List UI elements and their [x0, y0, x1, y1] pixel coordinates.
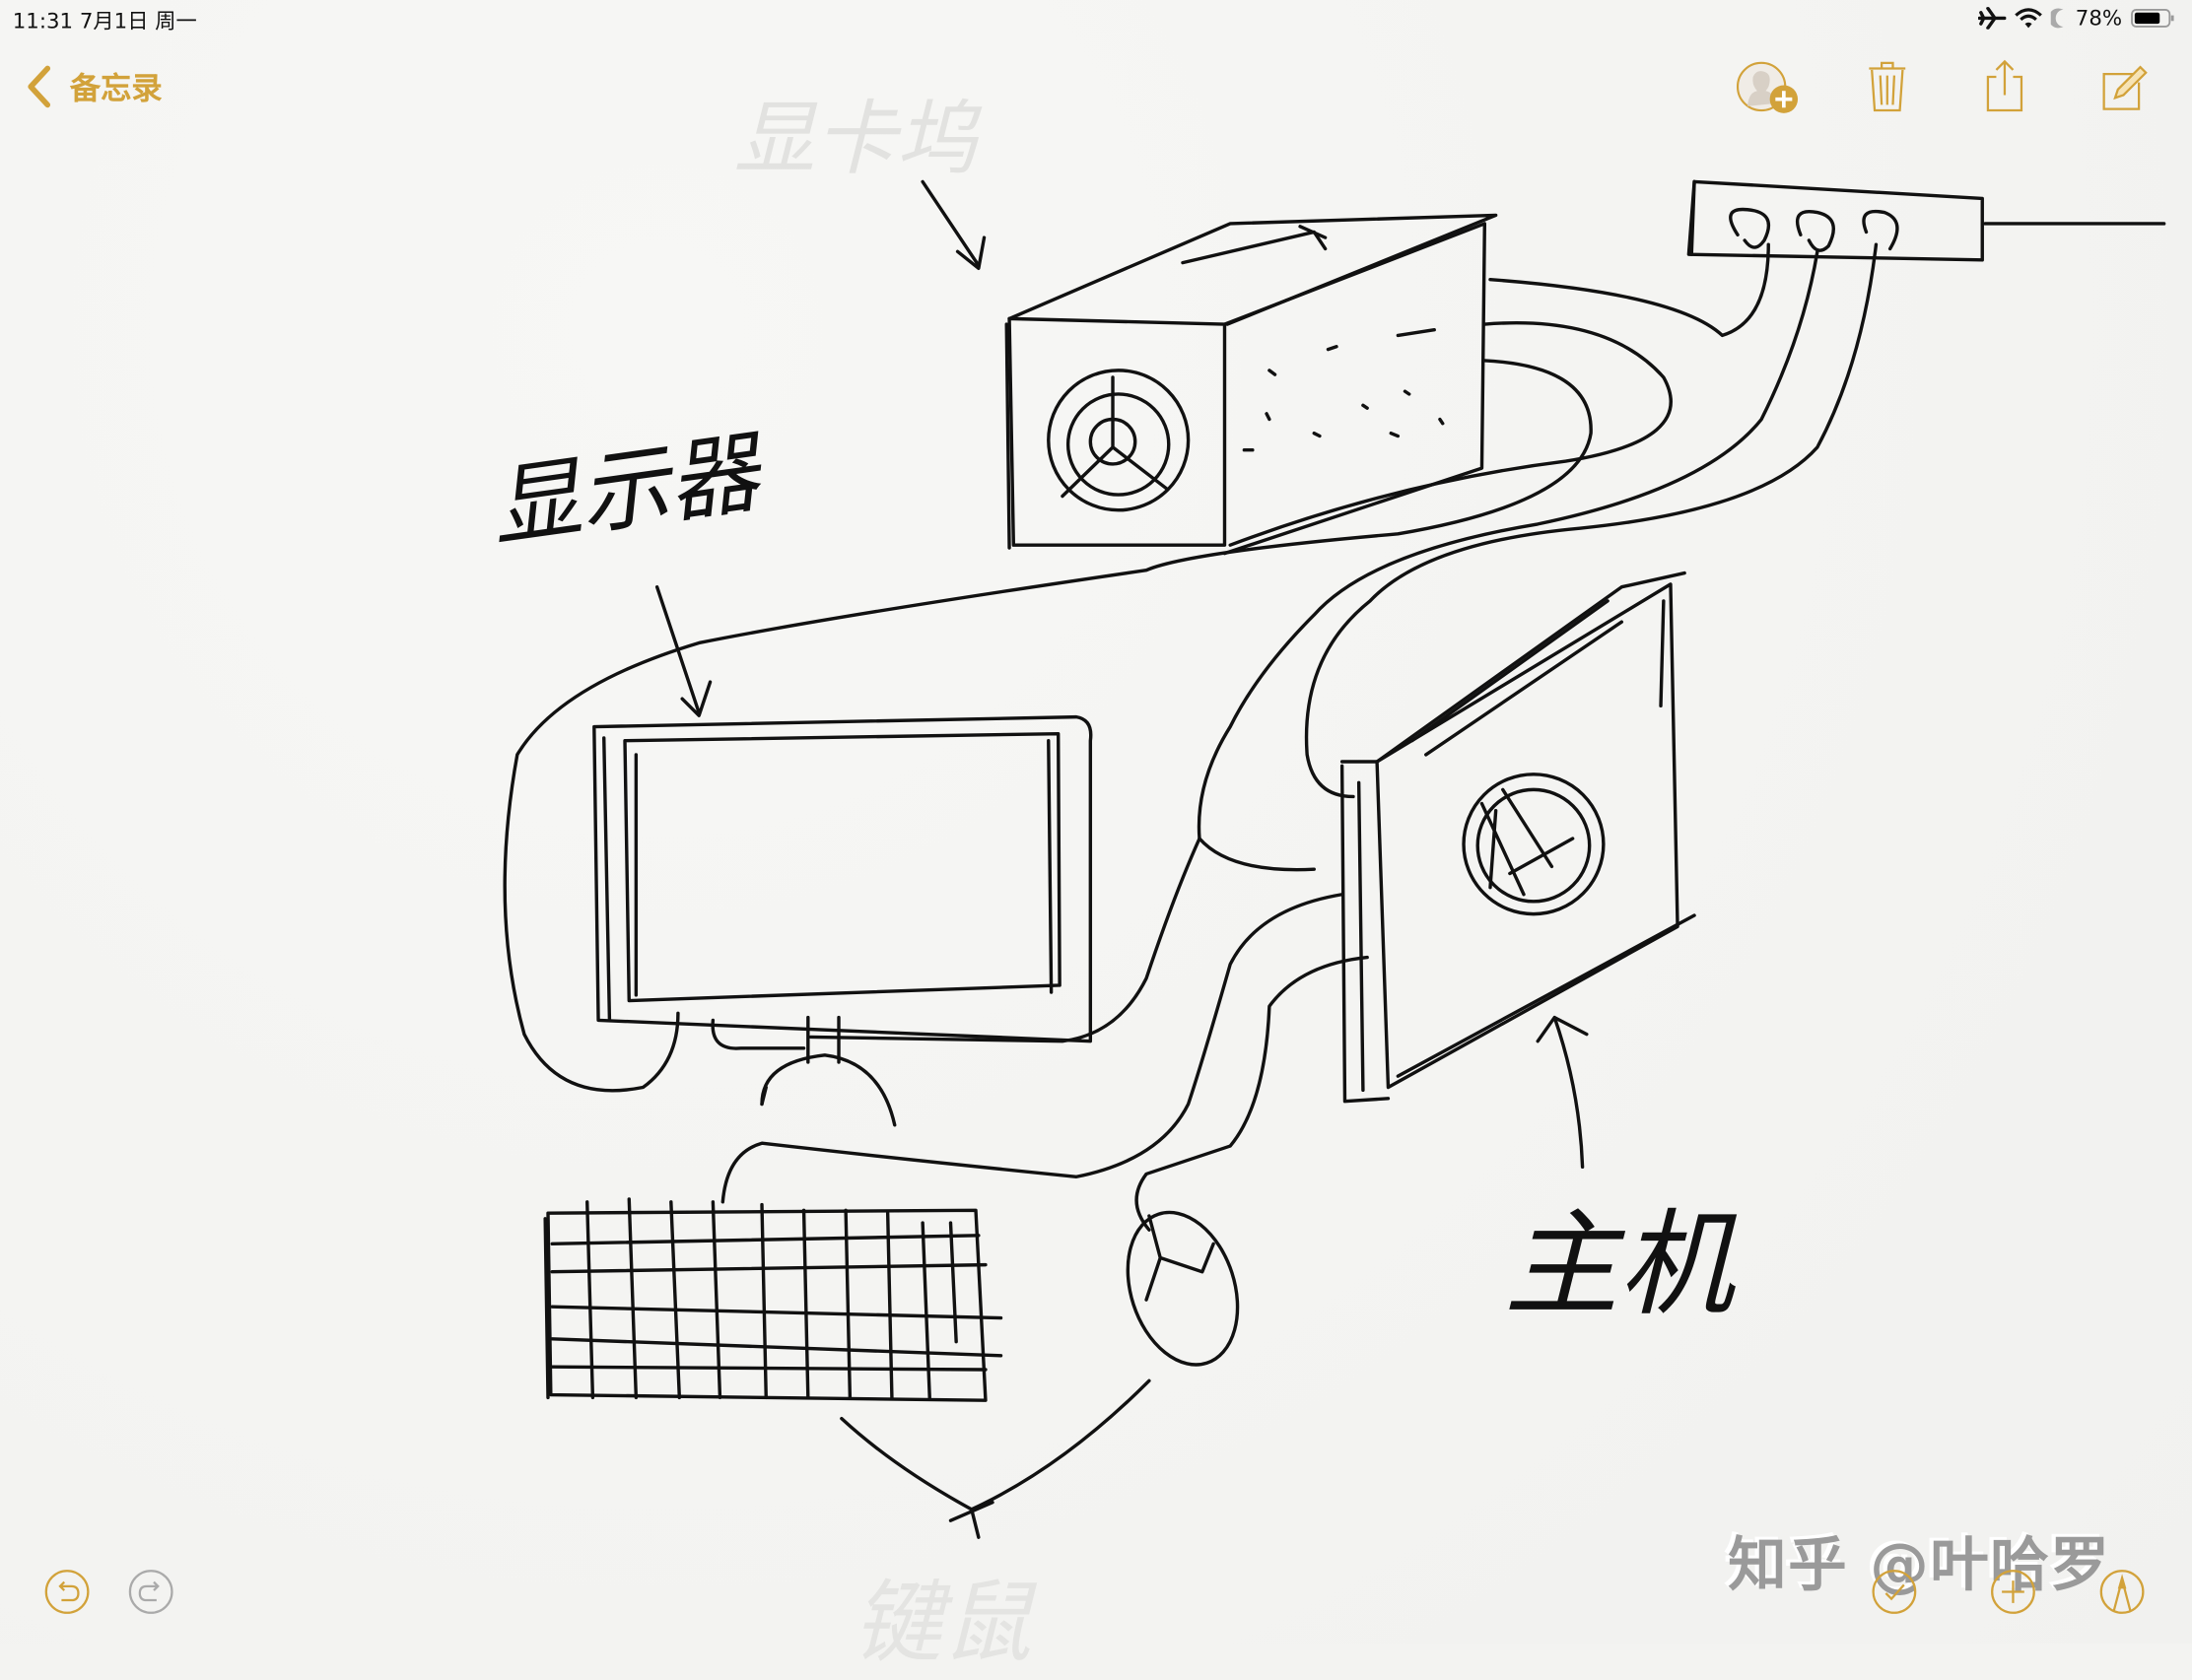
arrows-drawing — [654, 179, 1589, 1539]
mouse-drawing — [1126, 1210, 1240, 1367]
watermark: 知乎 @叶哈罗 — [1728, 1530, 2111, 1599]
status-time-date: 11:31 7月1日 周一 — [12, 8, 197, 34]
redo-icon — [128, 1570, 173, 1614]
checklist-icon — [1872, 1570, 1917, 1614]
chevron-left-icon — [28, 65, 51, 108]
battery-icon — [2131, 9, 2174, 28]
back-label: 备忘录 — [69, 72, 163, 108]
undo-button[interactable] — [43, 1568, 91, 1615]
delete-note-button[interactable] — [1859, 59, 1920, 120]
power-strip-drawing — [1686, 179, 2166, 262]
share-button[interactable] — [1977, 59, 2038, 120]
add-button[interactable] — [1989, 1568, 2036, 1615]
trash-icon — [1869, 61, 1906, 112]
compose-button[interactable] — [2094, 59, 2156, 120]
host-tower-drawing — [1339, 571, 1696, 1104]
battery-percent: 78% — [2075, 5, 2123, 32]
cables-drawing — [503, 242, 1879, 1232]
airplane-icon — [1977, 7, 2006, 30]
add-person-button[interactable] — [1734, 59, 1799, 120]
markup-button[interactable] — [2098, 1568, 2146, 1615]
undo-icon — [44, 1570, 90, 1614]
handwritten-label-peripherals: 键鼠 — [853, 1572, 1032, 1676]
back-button[interactable]: 备忘录 — [26, 64, 163, 108]
checklist-button[interactable] — [1871, 1568, 1918, 1615]
moon-icon — [2050, 8, 2064, 29]
status-right: 78% — [1977, 5, 2175, 32]
markup-pen-icon — [2099, 1570, 2145, 1614]
redo-button[interactable] — [127, 1568, 174, 1615]
add-person-icon — [1736, 61, 1799, 113]
monitor-drawing — [592, 714, 1093, 1127]
handwritten-label-host: 主机 — [1504, 1198, 1734, 1332]
wifi-icon — [2014, 8, 2042, 29]
gpu-dock-drawing — [1004, 213, 1498, 556]
hand-drawn-sketch — [503, 179, 2166, 1539]
handwritten-label-dock: 显卡坞 — [733, 91, 978, 186]
compose-icon — [2102, 65, 2148, 110]
add-icon — [1991, 1570, 2035, 1614]
keyboard-drawing — [543, 1197, 1003, 1402]
share-icon — [1986, 59, 2023, 112]
